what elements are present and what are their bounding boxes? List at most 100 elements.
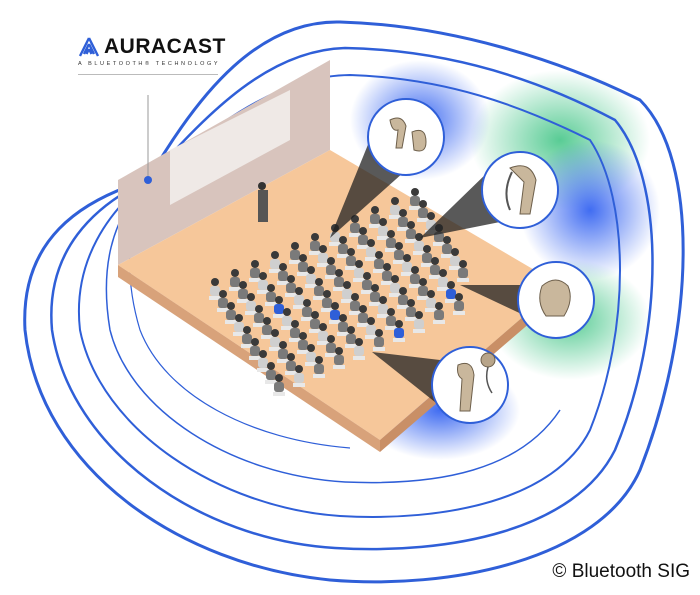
speaker-podium	[258, 190, 268, 222]
audience-member	[413, 311, 425, 333]
audience-member	[385, 308, 397, 330]
audience-member	[297, 254, 309, 276]
audience-member	[297, 332, 309, 354]
audience-member	[377, 218, 389, 240]
audience-member	[357, 227, 369, 249]
logo-tagline: A BLUETOOTH® TECHNOLOGY	[78, 61, 221, 67]
audience-member	[457, 260, 469, 282]
audience-member	[305, 266, 317, 288]
audience-member	[417, 278, 429, 300]
audience-member	[289, 320, 301, 342]
auracast-logo: AURACAST A BLUETOOTH® TECHNOLOGY	[78, 35, 228, 68]
audience-member	[349, 293, 361, 315]
device-behind-ear-hearing-aid	[481, 151, 559, 229]
audience-member	[337, 236, 349, 258]
audience-member	[285, 353, 297, 375]
copyright-notice: © Bluetooth SIG	[552, 561, 690, 582]
audience-member	[253, 305, 265, 327]
audience-member	[413, 233, 425, 255]
audience-member	[313, 356, 325, 378]
audience-member	[393, 320, 405, 342]
audience-member	[437, 269, 449, 291]
audience-member	[285, 275, 297, 297]
audience-member	[225, 302, 237, 324]
audience-member	[317, 245, 329, 267]
audience-member	[381, 263, 393, 285]
audience-member	[321, 290, 333, 312]
audience-member	[373, 329, 385, 351]
audience-member	[313, 278, 325, 300]
audience-member	[257, 350, 269, 372]
audience-member	[453, 293, 465, 315]
audience-member	[333, 347, 345, 369]
logo-divider	[78, 74, 218, 75]
audience-member	[405, 299, 417, 321]
audience-member	[325, 335, 337, 357]
audience-member	[441, 236, 453, 258]
audience-member	[245, 293, 257, 315]
audience-member	[329, 302, 341, 324]
audience-member	[257, 272, 269, 294]
audience-member	[393, 242, 405, 264]
audience-member	[369, 284, 381, 306]
audience-member	[281, 308, 293, 330]
audience-member	[397, 209, 409, 231]
device-cochlear-implant	[431, 346, 509, 424]
audience-member	[445, 281, 457, 303]
audience-member	[217, 290, 229, 312]
audience-member	[325, 257, 337, 279]
audience-member	[373, 251, 385, 273]
in-ear-aid-icon	[539, 279, 571, 317]
presentation-screen	[170, 90, 290, 205]
audience-member	[353, 260, 365, 282]
audience-member	[317, 323, 329, 345]
audience-member	[265, 284, 277, 306]
audience-member	[293, 287, 305, 309]
audience-member	[389, 275, 401, 297]
audience-member	[309, 233, 321, 255]
audience-member	[241, 326, 253, 348]
audience-member	[449, 248, 461, 270]
audience-member	[209, 278, 221, 300]
audience-member	[309, 311, 321, 333]
audience-member	[249, 260, 261, 282]
audience-member	[409, 188, 421, 210]
audience-member	[305, 344, 317, 366]
audience-member	[249, 338, 261, 360]
audience-member	[273, 374, 285, 396]
audience-member	[357, 305, 369, 327]
audience-member	[365, 317, 377, 339]
device-in-ear-hearing-aid	[517, 261, 595, 339]
audience-member	[341, 281, 353, 303]
logo-name: AURACAST	[104, 35, 226, 58]
audience-member	[333, 269, 345, 291]
audience-member	[233, 314, 245, 336]
audience-member	[377, 296, 389, 318]
audience-member	[417, 200, 429, 222]
auracast-logo-icon	[78, 37, 100, 57]
audience-member	[273, 296, 285, 318]
audience-member	[421, 245, 433, 267]
audience-member	[361, 272, 373, 294]
audience-member	[385, 230, 397, 252]
audience-member	[369, 206, 381, 228]
audience-member	[265, 362, 277, 384]
audience-member	[269, 251, 281, 273]
audience-member	[433, 302, 445, 324]
audience-member	[345, 326, 357, 348]
audience-member	[269, 329, 281, 351]
audience-member	[401, 254, 413, 276]
cochlear-implant-icon	[457, 362, 475, 412]
audience-member	[277, 263, 289, 285]
audience-member	[353, 338, 365, 360]
audience-member	[337, 314, 349, 336]
device-earbuds	[367, 98, 445, 176]
broadcast-source-icon	[144, 176, 152, 184]
earbuds-icon	[389, 117, 427, 152]
audience-member	[293, 365, 305, 387]
audience-member	[261, 317, 273, 339]
audience-member	[289, 242, 301, 264]
audience-member	[237, 281, 249, 303]
